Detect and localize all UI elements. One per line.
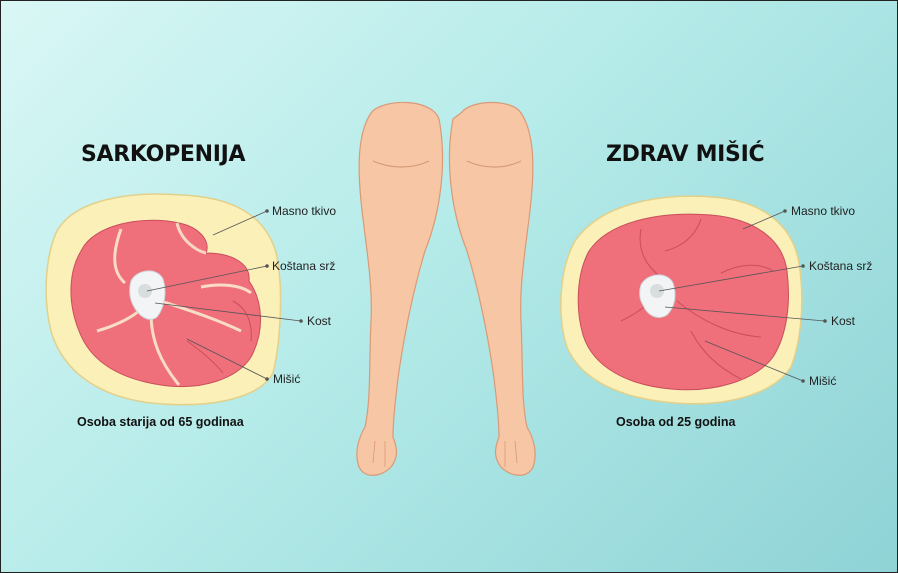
marrow-left — [138, 284, 152, 298]
left-leg — [357, 102, 443, 475]
bone-label-right: Kost — [831, 314, 855, 328]
right-leg — [449, 103, 535, 476]
marrow-label-right: Koštana srž — [809, 259, 872, 273]
sarcopenia-title: SARKOPENIJA — [81, 142, 245, 167]
healthy-cross-section — [561, 196, 827, 404]
marrow-right — [650, 284, 664, 298]
muscle-right — [578, 214, 788, 390]
muscle-label-right: Mišić — [809, 374, 836, 388]
fat-label-left: Masno tkivo — [272, 204, 336, 218]
sarcopenia-caption: Osoba starija od 65 godinaa — [77, 415, 244, 429]
healthy-caption: Osoba od 25 godina — [616, 415, 735, 429]
legs — [357, 102, 535, 475]
muscle-label-left: Mišić — [273, 372, 300, 386]
healthy-muscle-title: ZDRAV MIŠIĆ — [606, 142, 764, 167]
sarcopenia-cross-section — [46, 194, 303, 405]
bone-label-left: Kost — [307, 314, 331, 328]
fat-label-right: Masno tkivo — [791, 204, 855, 218]
marrow-label-left: Koštana srž — [272, 259, 335, 273]
